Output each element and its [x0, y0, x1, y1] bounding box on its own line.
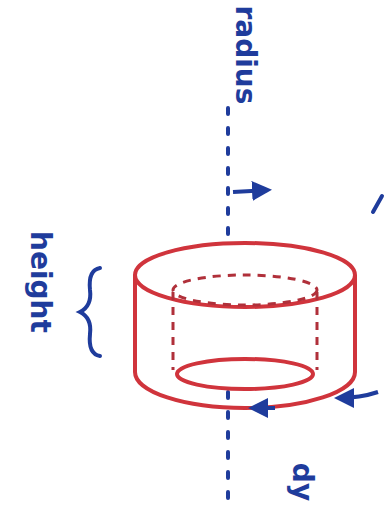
- axis-line: [226, 392, 230, 512]
- height-label: height: [26, 231, 54, 333]
- dy-label: dy: [288, 463, 316, 501]
- stray-stroke: [373, 196, 382, 212]
- dy-arrow: [338, 392, 378, 398]
- radius-arrow: [233, 190, 268, 192]
- axis-line: [226, 108, 230, 236]
- radius-label: radius: [231, 6, 259, 105]
- outer-wall: [353, 275, 357, 372]
- inner-top-ellipse: [173, 275, 317, 305]
- dy-arrow: [252, 406, 275, 410]
- inner-bottom-ellipse: [177, 359, 313, 389]
- inner-wall: [316, 292, 319, 370]
- outer-top-ellipse: [135, 243, 355, 307]
- outer-wall: [133, 275, 137, 372]
- height-brace: [80, 268, 100, 356]
- inner-wall: [172, 292, 175, 370]
